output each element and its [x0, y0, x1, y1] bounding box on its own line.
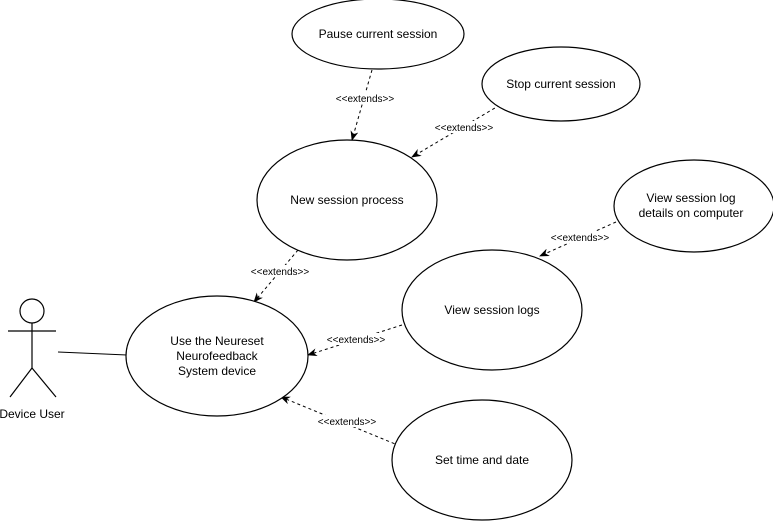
extend-set-time-to-use-device: <<extends>>	[280, 396, 401, 447]
use-case-label-line-3: System device	[178, 364, 256, 378]
use-case-set-time[interactable]: Set time and date	[391, 399, 573, 521]
use-case-label-line-1: Use the Neureset	[170, 334, 264, 348]
use-case-label-line-1: View session log	[646, 191, 735, 205]
use-case-view-log-details[interactable]: View session log details on computer	[613, 159, 773, 253]
use-case-stop-session[interactable]: Stop current session	[481, 46, 641, 122]
actor-left-leg	[9, 367, 33, 398]
extend-view-logs-to-use-device: <<extends>>	[307, 324, 403, 357]
extend-stop-to-new-session: <<extends>>	[411, 104, 501, 158]
use-case-view-logs[interactable]: View session logs	[401, 249, 583, 371]
actor-label: Device User	[0, 407, 65, 421]
actor-association-line	[57, 351, 128, 356]
extends-label: <<extends>>	[327, 335, 386, 346]
use-case-label: Set time and date	[435, 453, 529, 467]
extend-pause-to-new-session: <<extends>>	[331, 69, 399, 141]
actor-device-user[interactable]: Device User	[0, 298, 65, 421]
use-case-label-line-2: Neurofeedback	[176, 349, 258, 363]
use-case-label-line-2: details on computer	[639, 206, 744, 220]
use-case-use-device[interactable]: Use the Neureset Neurofeedback System de…	[125, 295, 309, 417]
extend-view-details-to-view-logs: <<extends>>	[539, 221, 617, 257]
actor-right-leg	[31, 367, 57, 398]
use-case-pause-session[interactable]: Pause current session	[291, 0, 465, 70]
actor-head	[19, 298, 45, 324]
extend-new-session-to-use-device: <<extends>>	[246, 249, 314, 303]
extends-label: <<extends>>	[318, 417, 377, 428]
use-case-label: Stop current session	[506, 77, 615, 91]
extends-label: <<extends>>	[336, 94, 395, 105]
extends-label: <<extends>>	[435, 123, 494, 134]
extends-label: <<extends>>	[551, 233, 610, 244]
use-case-label: Pause current session	[319, 27, 438, 41]
use-case-label: New session process	[290, 193, 403, 207]
extends-label: <<extends>>	[251, 267, 310, 278]
use-case-new-session[interactable]: New session process	[256, 139, 438, 261]
use-case-label: View session logs	[444, 303, 539, 317]
